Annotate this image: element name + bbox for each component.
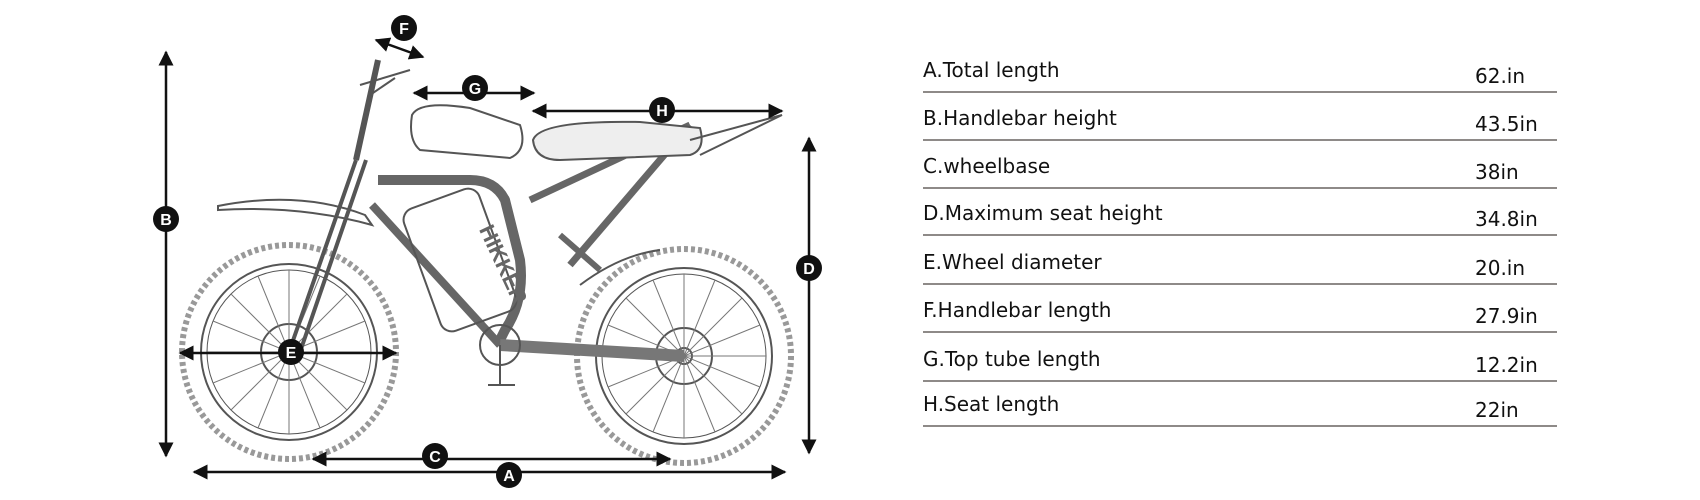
spec-label: C.wheelbase (923, 154, 1051, 178)
svg-text:E: E (286, 345, 297, 362)
spec-label: F.Handlebar length (923, 298, 1112, 322)
tag-c: C (422, 443, 448, 469)
spec-value: 20.in (1475, 256, 1526, 280)
spec-row-total-length: A.Total length 62.in (923, 43, 1557, 93)
arrow-f (374, 37, 425, 60)
tag-b: B (153, 206, 179, 232)
spec-label: E.Wheel diameter (923, 250, 1102, 274)
spec-row-handlebar-length: F.Handlebar length 27.9in (923, 283, 1557, 333)
tag-f: F (391, 15, 417, 41)
spec-row-seat-length: H.Seat length 22in (923, 377, 1557, 427)
spec-label: B.Handlebar height (923, 106, 1117, 130)
tag-e: E (278, 339, 304, 365)
spec-row-wheel-diameter: E.Wheel diameter 20.in (923, 235, 1557, 285)
tag-a: A (496, 462, 522, 488)
spec-value: 12.2in (1475, 353, 1538, 377)
svg-text:F: F (399, 21, 409, 38)
spec-row-wheelbase: C.wheelbase 38in (923, 139, 1557, 189)
tag-h: H (649, 97, 675, 123)
tag-g: G (462, 75, 488, 101)
svg-text:A: A (503, 468, 515, 485)
spec-row-handlebar-height: B.Handlebar height 43.5in (923, 91, 1557, 141)
spec-value: 62.in (1475, 64, 1526, 88)
svg-text:C: C (429, 449, 441, 466)
svg-text:B: B (160, 212, 172, 229)
spec-label: H.Seat length (923, 392, 1060, 416)
spec-row-max-seat-height: D.Maximum seat height 34.8in (923, 186, 1557, 236)
spec-row-top-tube-length: G.Top tube length 12.2in (923, 332, 1557, 382)
bike-dimension-diagram: HIKKER A B C D E F G H (153, 15, 822, 488)
tag-d: D (796, 255, 822, 281)
spec-label: A.Total length (923, 58, 1060, 82)
spec-value: 43.5in (1475, 112, 1538, 136)
spec-label: D.Maximum seat height (923, 201, 1163, 225)
bike-sketch: HIKKER (179, 59, 794, 466)
spec-value: 22in (1475, 398, 1519, 422)
svg-text:D: D (803, 261, 815, 278)
spec-value: 34.8in (1475, 207, 1538, 231)
svg-text:G: G (469, 81, 481, 98)
spec-value: 27.9in (1475, 304, 1538, 328)
spec-label: G.Top tube length (923, 347, 1101, 371)
svg-text:H: H (656, 103, 668, 120)
spec-value: 38in (1475, 160, 1519, 184)
